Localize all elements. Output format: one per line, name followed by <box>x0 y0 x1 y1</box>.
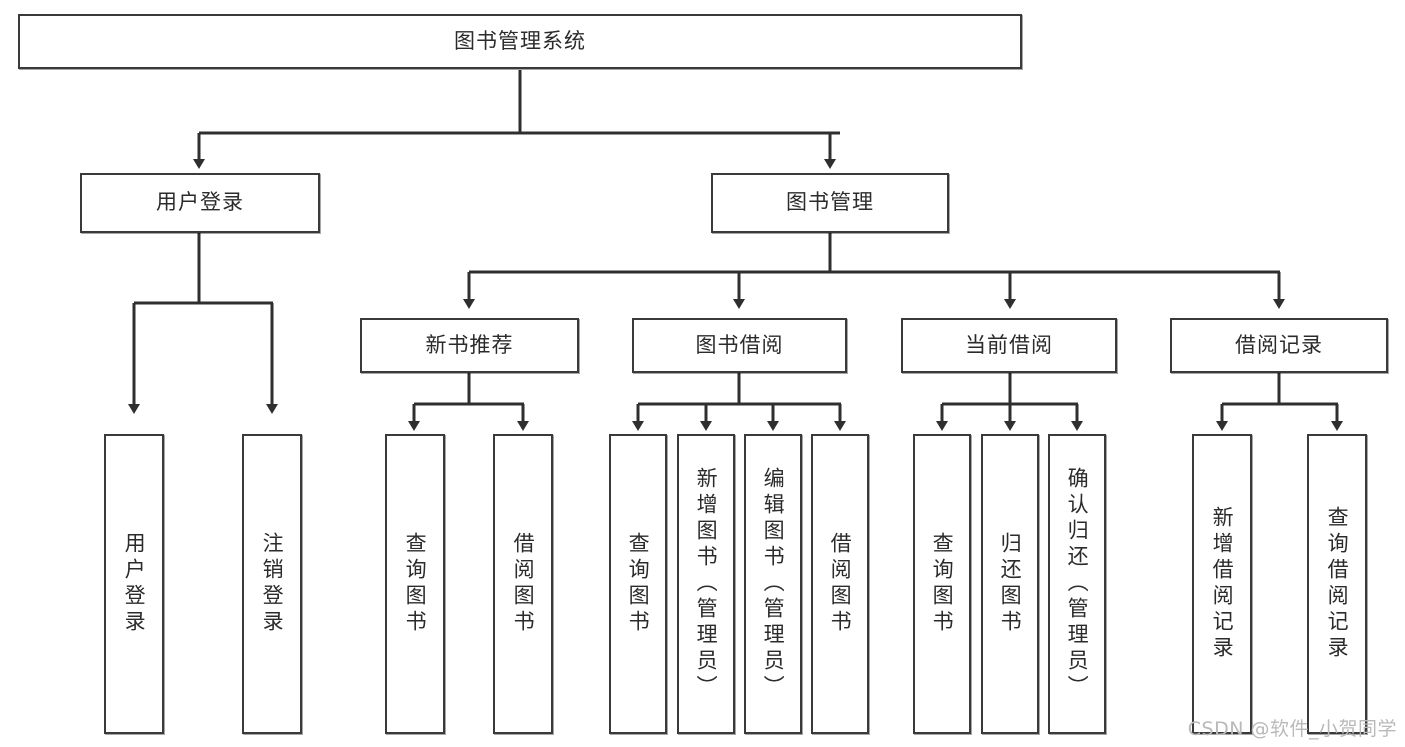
node-leaf-query-book-2-label: 查询图书 <box>626 532 651 636</box>
node-root-label: 图书管理系统 <box>454 28 586 53</box>
node-leaf-query-record-label: 查询借阅记录 <box>1325 506 1350 662</box>
node-current-borrow-label: 当前借阅 <box>965 332 1053 357</box>
node-leaf-user-login-label: 用户登录 <box>122 532 147 636</box>
node-leaf-query-book-1[interactable]: 查询图书 <box>385 434 445 734</box>
watermark-text: CSDN @软件_小贺同学 <box>1187 718 1397 740</box>
node-leaf-edit-book[interactable]: 编辑图书（管理员） <box>744 434 802 734</box>
node-leaf-user-login[interactable]: 用户登录 <box>104 434 164 734</box>
node-leaf-add-record[interactable]: 新增借阅记录 <box>1192 434 1252 734</box>
node-leaf-add-book[interactable]: 新增图书（管理员） <box>677 434 735 734</box>
node-leaf-add-book-label: 新增图书（管理员） <box>694 467 719 701</box>
node-leaf-borrow-book-1[interactable]: 借阅图书 <box>493 434 553 734</box>
node-leaf-edit-book-label: 编辑图书（管理员） <box>761 467 786 701</box>
node-new-book-rec-label: 新书推荐 <box>425 332 514 357</box>
node-leaf-borrow-book-2-label: 借阅图书 <box>828 532 853 636</box>
node-current-borrow[interactable]: 当前借阅 <box>901 318 1117 373</box>
node-leaf-confirm-return[interactable]: 确认归还（管理员） <box>1048 434 1106 734</box>
node-borrow-record[interactable]: 借阅记录 <box>1170 318 1388 373</box>
node-leaf-query-book-1-label: 查询图书 <box>403 532 428 636</box>
node-book-borrow-label: 图书借阅 <box>695 332 784 357</box>
node-leaf-query-book-3[interactable]: 查询图书 <box>913 434 971 734</box>
node-leaf-borrow-book-2[interactable]: 借阅图书 <box>811 434 869 734</box>
node-book-borrow[interactable]: 图书借阅 <box>632 318 847 373</box>
node-leaf-query-book-3-label: 查询图书 <box>930 532 955 636</box>
node-leaf-query-book-2[interactable]: 查询图书 <box>609 434 667 734</box>
node-leaf-query-record[interactable]: 查询借阅记录 <box>1307 434 1367 734</box>
node-leaf-logout-label: 注销登录 <box>260 532 285 636</box>
node-user-login-label: 用户登录 <box>156 190 244 215</box>
node-user-login[interactable]: 用户登录 <box>80 173 320 233</box>
node-leaf-borrow-book-1-label: 借阅图书 <box>511 532 536 636</box>
node-root[interactable]: 图书管理系统 <box>18 14 1022 69</box>
node-leaf-return-book[interactable]: 归还图书 <box>981 434 1039 734</box>
node-leaf-add-record-label: 新增借阅记录 <box>1210 506 1235 662</box>
node-leaf-confirm-return-label: 确认归还（管理员） <box>1065 467 1090 701</box>
node-leaf-return-book-label: 归还图书 <box>998 532 1023 636</box>
node-borrow-record-label: 借阅记录 <box>1235 332 1323 357</box>
node-book-manage[interactable]: 图书管理 <box>711 173 949 233</box>
node-book-manage-label: 图书管理 <box>786 190 874 215</box>
node-new-book-rec[interactable]: 新书推荐 <box>360 318 579 373</box>
node-leaf-logout[interactable]: 注销登录 <box>242 434 302 734</box>
